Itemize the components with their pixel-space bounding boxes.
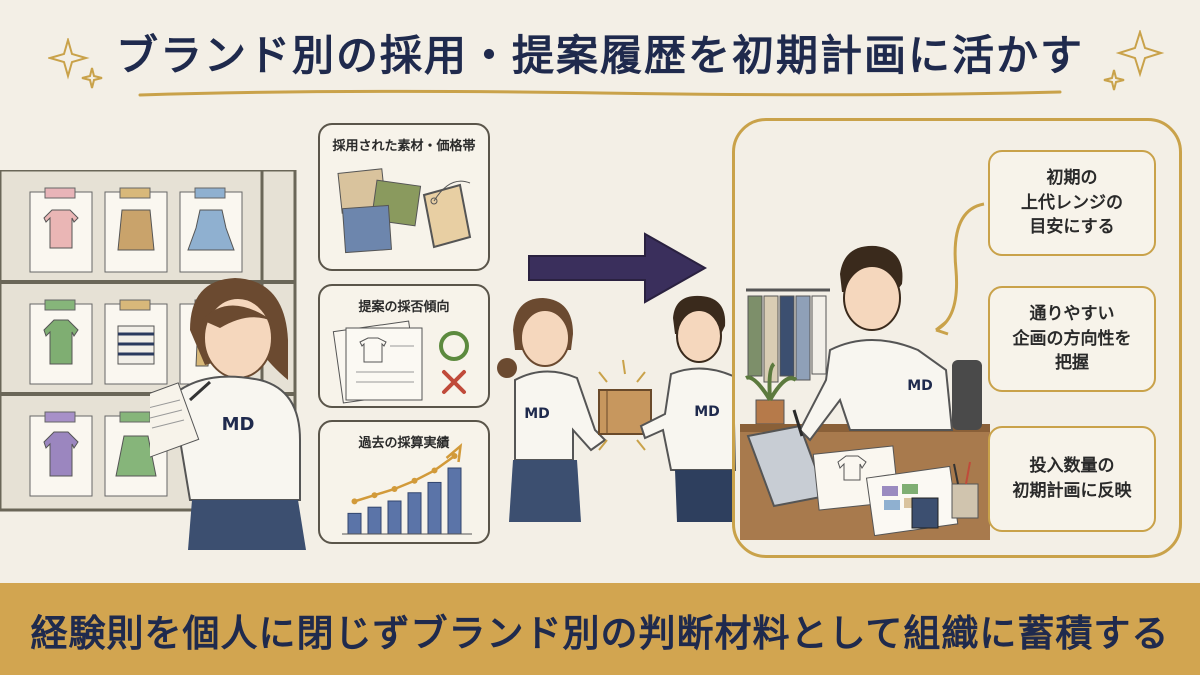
bottom-banner: 経験則を個人に閉じずブランド別の判断材料として組織に蓄積する (0, 583, 1200, 675)
chart-bar (447, 467, 462, 535)
trend-point (451, 453, 458, 459)
md-handoff-illustration: MD MD (497, 295, 737, 522)
note-planning-direction: 通りやすい 企画の方向性を 把握 (988, 286, 1156, 392)
trend-point (351, 498, 358, 505)
chart-bar (387, 500, 402, 535)
page-title: ブランド別の採用・提案履歴を初期計画に活かす (115, 31, 1084, 80)
card-title: 採用された素材・価格帯 (332, 139, 476, 154)
banner-message: 経験則を個人に閉じずブランド別の判断材料として組織に蓄積する (30, 612, 1170, 655)
planning-scene-frame (732, 118, 1182, 558)
right-arrow-icon (528, 232, 708, 304)
md-badge: MD (524, 406, 550, 422)
card-proposal-trend: 提案の採否傾向 (318, 284, 490, 408)
profit-bar-chart (342, 442, 472, 535)
card-adopted-materials: 採用された素材・価格帯 (318, 123, 490, 271)
fabric-swatches-icon (337, 168, 472, 254)
trend-point (431, 467, 438, 474)
sparkle-icon (48, 38, 103, 89)
cross-rejected-icon (442, 370, 466, 394)
title-underline (138, 89, 1062, 97)
chart-bar (347, 512, 362, 535)
circle-approved-icon (439, 331, 469, 361)
trend-arrow-icon (445, 442, 463, 463)
chart-bar (427, 481, 442, 535)
trend-point (371, 492, 378, 499)
chart-bar (367, 506, 382, 535)
md-badge: MD (694, 404, 720, 420)
trend-line (354, 454, 456, 503)
card-title: 過去の採算実績 (358, 436, 450, 451)
md-badge: MD (222, 414, 255, 435)
md-woman-with-clipboard: MD (150, 278, 306, 550)
note-connectors (935, 202, 985, 336)
md-desk-planning-illustration: MD (740, 245, 990, 540)
trend-point (391, 486, 398, 492)
card-past-profitability: 過去の採算実績 (318, 420, 490, 544)
note-price-range: 初期の 上代レンジの 目安にする (988, 150, 1156, 256)
trend-point (411, 477, 418, 484)
sparkle-icon (1103, 30, 1165, 91)
note-quantity-plan: 投入数量の 初期計画に反映 (988, 426, 1156, 532)
md-badge: MD (907, 378, 933, 394)
card-title: 提案の採否傾向 (358, 300, 450, 315)
chart-bar (407, 492, 422, 535)
proposal-document-icon (332, 320, 469, 404)
